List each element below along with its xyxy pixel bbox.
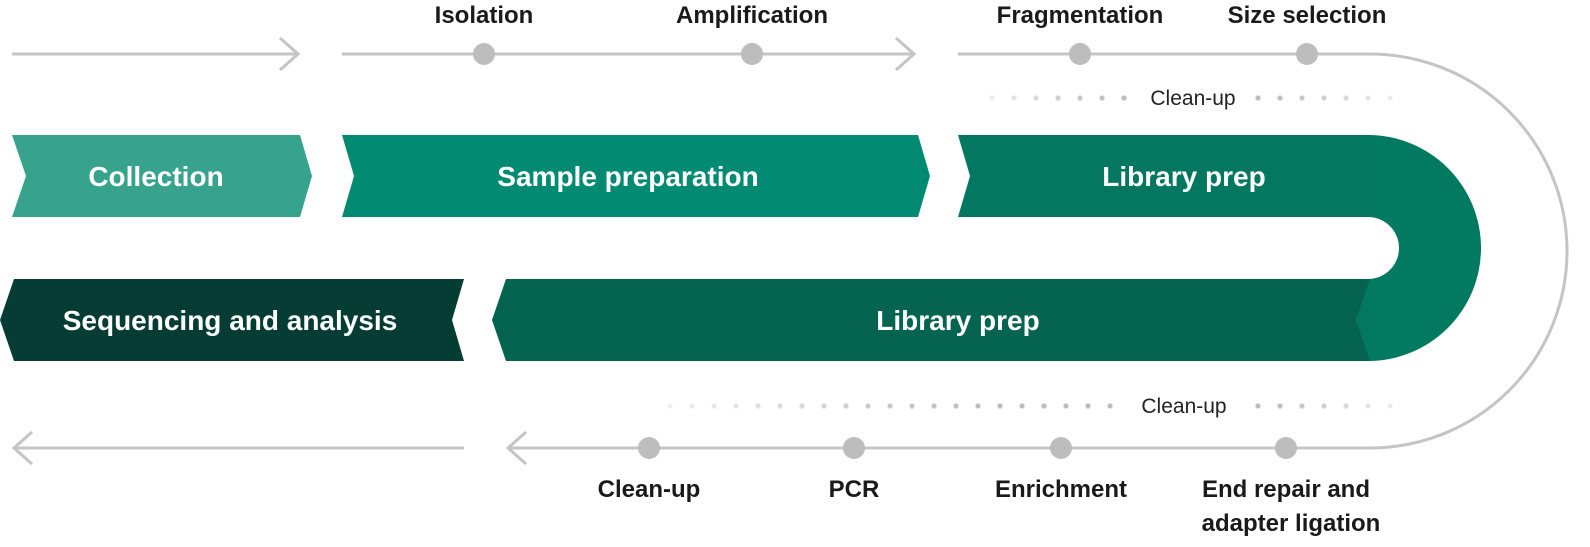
sequencing-stage [0,279,464,361]
fragmentation-label: Fragmentation [997,2,1164,29]
collection-track-arrowhead [279,36,301,72]
top-cleanup-dots [989,95,1393,101]
sequencing-track-arrowhead [11,430,33,466]
bottom-track [11,430,1362,466]
library-prep-track-loop [958,52,1569,450]
amplification-label: Amplification [676,2,828,29]
library-prep-bottom-track-arrowhead [505,430,527,466]
isolation-label: Isolation [435,2,534,29]
collection-stage [12,135,312,217]
isolation-dot [473,43,495,65]
bottom-cleanup-dots [667,403,1393,409]
library-prep-top-stage [958,135,1370,217]
sample-preparation-stage [342,135,930,217]
enrichment-label: Enrichment [995,476,1127,503]
end-repair-dot [1275,437,1297,459]
pcr-dot [843,437,865,459]
fragmentation-dot [1069,43,1091,65]
library-prep-top-stage-label: Library prep [1102,161,1265,192]
top-cleanup-label: Clean-up [1150,87,1235,110]
cleanup-step-label: Clean-up [598,476,701,503]
sample-preparation-stage-label: Sample preparation [497,161,758,192]
sample-prep-track-arrowhead [895,36,917,72]
size-selection-label: Size selection [1228,2,1387,29]
end-repair-label-line2: adapter ligation [1202,510,1381,537]
size-selection-dot [1296,43,1318,65]
sequencing-stage-label: Sequencing and analysis [63,305,398,336]
library-prep-bottom-notch [1356,279,1370,361]
library-prep-bottom-stage-label: Library prep [876,305,1039,336]
top-track [12,36,1569,450]
library-prep-uturn [1368,135,1481,361]
pcr-label: PCR [829,476,880,503]
end-repair-label-line1: End repair and [1202,476,1370,503]
library-prep-bottom-stage [492,279,1370,361]
amplification-dot [741,43,763,65]
bottom-cleanup-label: Clean-up [1141,395,1226,418]
cleanup-step-dot [638,437,660,459]
enrichment-dot [1050,437,1072,459]
collection-stage-label: Collection [88,161,223,192]
